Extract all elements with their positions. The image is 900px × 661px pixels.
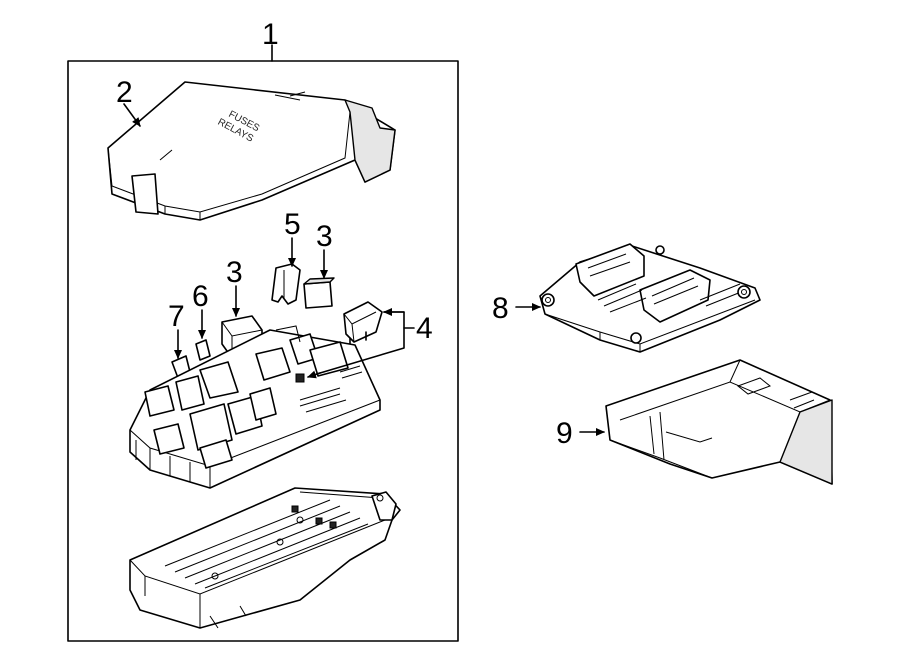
callout-4: 4: [416, 312, 433, 345]
callout-1: 1: [262, 18, 279, 51]
callout-6: 6: [192, 280, 209, 313]
mini-fuse: [271, 263, 301, 305]
callout-3-upper: 3: [316, 220, 333, 253]
callout-2: 2: [116, 76, 133, 109]
maxi-fuse: [343, 301, 383, 347]
small-fuse-6: [195, 339, 211, 361]
callout-3-lower: 3: [226, 256, 243, 289]
relay-small: [303, 277, 335, 309]
assembly-frame: [67, 44, 459, 642]
callout-9: 9: [556, 417, 573, 450]
fuse-box-cover: FUSES RELAYS: [107, 81, 396, 221]
lower-housing: [129, 487, 401, 629]
mounting-bracket: [605, 359, 833, 485]
callout-7: 7: [168, 300, 185, 333]
callout-8: 8: [492, 292, 509, 325]
leader-lines: [123, 103, 605, 436]
fuse-block: [129, 325, 381, 489]
callout-5: 5: [284, 208, 301, 241]
control-module: [539, 243, 761, 353]
